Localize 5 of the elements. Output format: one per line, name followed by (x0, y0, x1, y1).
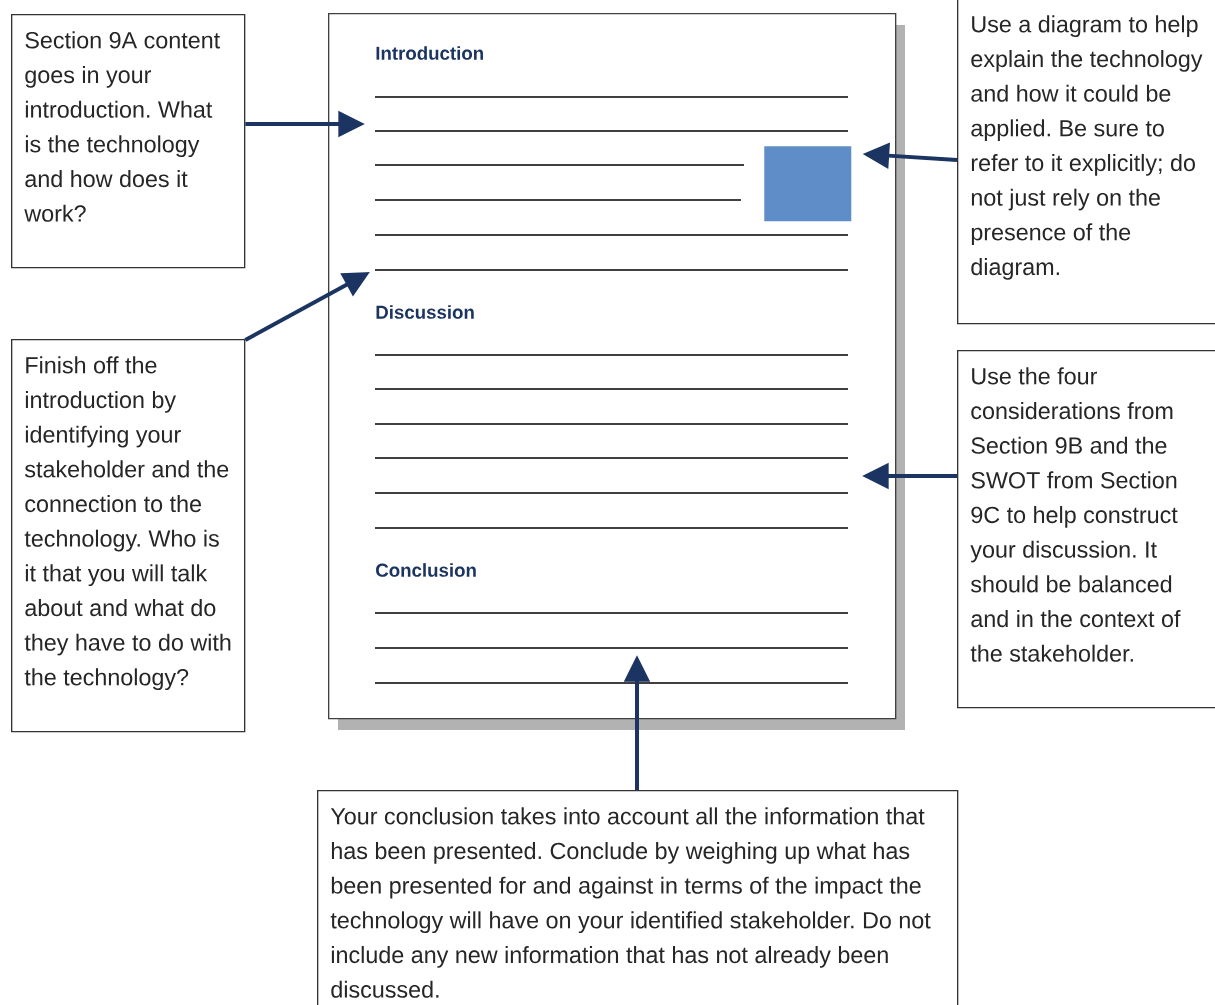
note-box: Finish off the introduction by identifying your stakeholder and the connection to the technology. Who is it that you will talk about and what do they have to do with the technology? (11, 339, 246, 733)
note-box: Use a diagram to help explain the technology and how it could be applied. Be sure to refer to it explicitly; do not just rely on the presence of the diagram. (957, 0, 1215, 325)
note-box: Use the four considerations from Section 9B and the SWOT from Section 9C to help construct your discussion. It should be balanced and in the context of the stakeholder. (957, 350, 1215, 709)
note-box: Section 9A content goes in your introduction. What is the technology and how does it work? (11, 14, 246, 269)
note-box: Your conclusion takes into account all the information that has been presented. Conclude by weighing up what has been presented for and against in terms of the impact the technology will have on your identified stakeholder. Do not include any new information that has not already been discussed. (317, 790, 959, 1005)
